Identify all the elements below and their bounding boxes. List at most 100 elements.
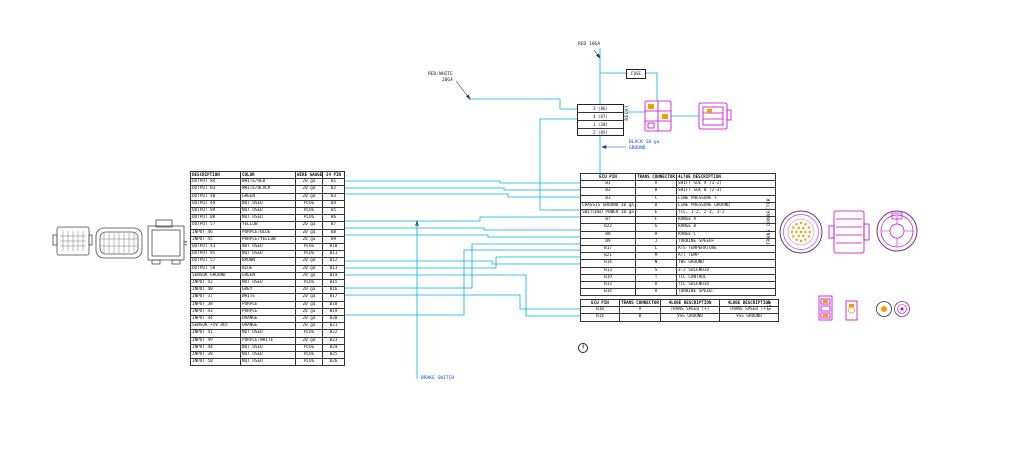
table-cell: E [635, 209, 677, 218]
table-cell: PLUG [295, 199, 323, 209]
table-cell: NOT USED [240, 329, 296, 338]
j4-label: J4 [184, 240, 189, 247]
table-cell: TCC, 1-2, 2-3, 3-2 [676, 209, 776, 218]
table-cell: INPUT 44 [190, 315, 241, 324]
table-cell: PLUG [295, 279, 323, 288]
table-cell: B11 [322, 250, 345, 259]
table-cell: 20 ga [295, 178, 323, 187]
vss-round-connector-icon [876, 301, 910, 317]
table-cell: INPUT 38 [190, 300, 241, 309]
table-cell: OUTPUT 83 [190, 185, 241, 194]
table-cell: B14 [322, 271, 345, 281]
table-cell: N [635, 259, 677, 268]
table-cell: B8 [580, 230, 636, 239]
column-header: ECU PIN [580, 298, 620, 308]
table-cell: GREEN [240, 271, 296, 281]
table-cell: B4 [322, 199, 345, 209]
table-cell: 20 ga [295, 322, 323, 331]
table-cell: GREEN [240, 192, 296, 201]
table-cell: 20 ga [295, 235, 323, 245]
table-cell: PURPLE [240, 307, 296, 317]
table-cell: OUTPUT 49 [190, 199, 241, 209]
table-cell: WHITE/BLACK [240, 185, 296, 194]
table-cell: B1 [322, 178, 345, 187]
table-cell: RANGE A [676, 216, 776, 225]
table-cell: B17 [580, 245, 636, 254]
table-cell: OUTPUT 58 [190, 264, 241, 273]
table-cell: TCC CONTROL [676, 273, 776, 283]
table-cell: 20 ga [295, 264, 323, 273]
leader-arrows [415, 49, 626, 226]
table-cell: INPUT 45 [190, 235, 241, 245]
vss-connector-icon [818, 295, 833, 321]
table-cell: TURBINE SPEED+ [676, 237, 776, 247]
relay-pin-87: 4 (87) [578, 113, 623, 121]
column-header: 4L80E DESCRIPTION [719, 298, 779, 308]
table-cell: G [635, 223, 677, 232]
table-cell: 20 ga [295, 221, 323, 230]
table-cell: B26 [322, 358, 345, 367]
table-cell: B23 [322, 336, 345, 345]
table-cell: RANGE B [676, 223, 776, 232]
table-cell: PURPLE [240, 300, 296, 309]
red-white-feed-label: RED/WHITE 20GA [428, 72, 453, 83]
table-cell: INPUT 41 [190, 329, 241, 338]
table-cell: A [619, 306, 661, 315]
table-cell: B2 [322, 185, 345, 194]
table-cell: PURPLE/BLUE [240, 228, 296, 237]
table-cell: INPUT 44 [190, 343, 241, 353]
table-cell: B12 [322, 257, 345, 266]
table-cell: B22 [580, 223, 636, 232]
trans-connector-round-icon [779, 210, 823, 254]
table-cell: SENSOR +5V OUT [190, 322, 241, 331]
table-cell: 20 ga [295, 286, 323, 295]
trans-connector-rear-icon [876, 210, 918, 252]
table-cell: TRANS SPEED (+) [660, 306, 720, 315]
table-cell: OUTPUT 40 [190, 192, 241, 201]
table-cell: PURPLE/WHITE [240, 336, 296, 345]
table-cell: 20 ga [295, 307, 323, 317]
table-cell: D [635, 201, 677, 211]
column-header: 4L60E DESCRIPTION [660, 298, 720, 308]
vss-plug-icon [845, 300, 858, 321]
table-cell: ORANGE [240, 322, 296, 331]
column-header: TRANS CONNECTOR [635, 172, 677, 182]
table-cell: GREY [240, 286, 296, 295]
table-cell: PLUG [295, 358, 323, 367]
table-cell: VSS GROUND [719, 313, 779, 322]
relay-socket-icon [644, 100, 672, 132]
wire-harness-lines [332, 48, 699, 379]
table-cell: OUTPUT 43 [190, 243, 241, 252]
table-cell: L [635, 245, 677, 254]
table-cell: SHIFT SOL A (1-2) [676, 180, 776, 189]
column-header: DESCRIPTION [190, 170, 241, 180]
table-cell: B14 [580, 259, 636, 268]
table-cell: B7 [580, 216, 636, 225]
table-cell: B [619, 313, 661, 322]
table-cell: B17 [322, 293, 345, 302]
table-cell: TWS GROUND [676, 259, 776, 268]
table-cell: PLUG [295, 207, 323, 216]
table-cell: B1 [580, 180, 636, 189]
table-cell: B14 [580, 313, 620, 322]
